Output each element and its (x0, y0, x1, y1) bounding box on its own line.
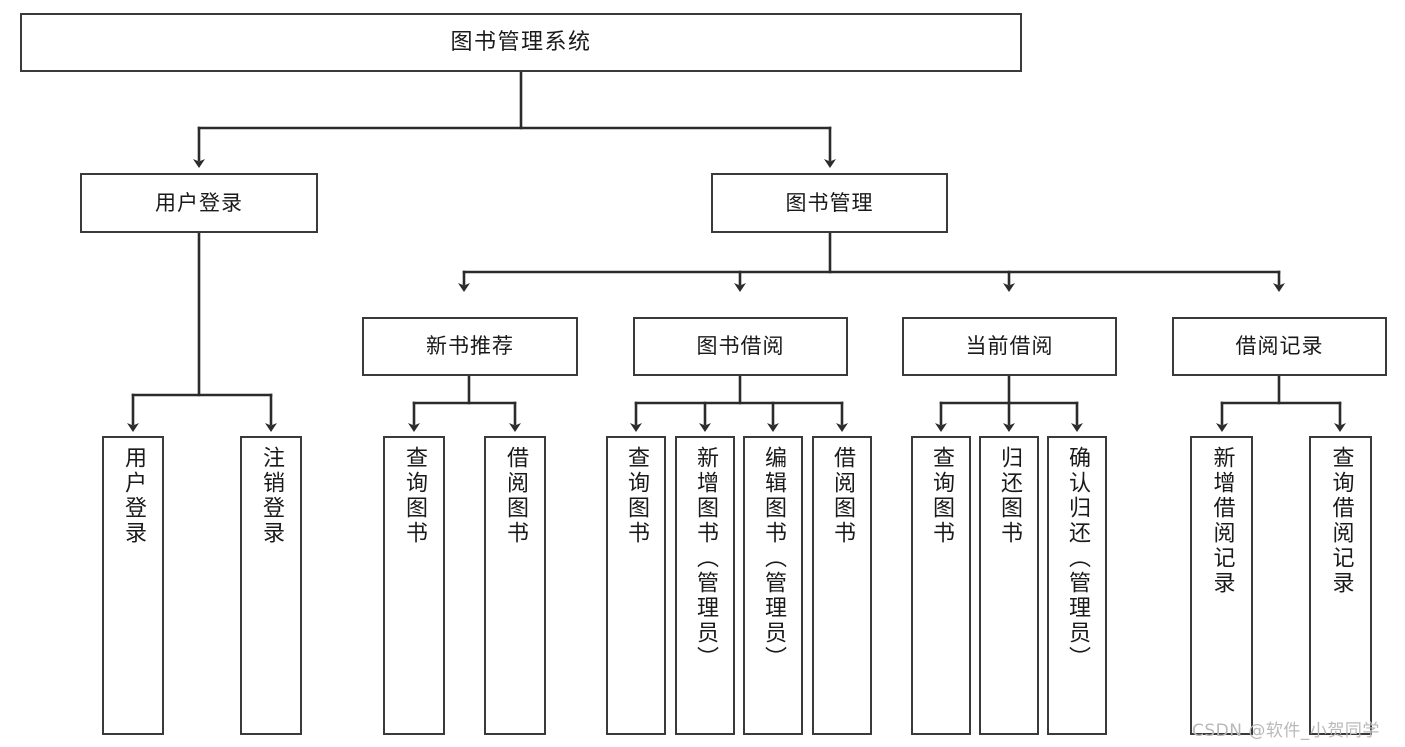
leaf-query-book-current[interactable]: 查询图书 (911, 436, 971, 735)
leaf-borrow-book-borrowing[interactable]: 借阅图书 (812, 436, 872, 735)
node-label: 图书管理系统 (450, 29, 592, 55)
leaf-user-login[interactable]: 用户登录 (102, 436, 164, 735)
node-label: 归还图书 (997, 446, 1022, 546)
leaf-query-borrowing-record[interactable]: 查询借阅记录 (1309, 436, 1372, 735)
node-label: 图书管理 (785, 190, 874, 215)
leaf-borrow-book-recommendation[interactable]: 借阅图书 (484, 436, 546, 735)
node-label: 借阅记录 (1235, 334, 1324, 359)
leaf-return-book[interactable]: 归还图书 (979, 436, 1039, 735)
node-label: 用户登录 (155, 190, 243, 215)
node-current-borrowing[interactable]: 当前借阅 (902, 317, 1117, 376)
leaf-confirm-return-admin[interactable]: 确认归还（管理员） (1047, 436, 1107, 735)
node-label: 查询图书 (624, 446, 649, 546)
node-label: 图书借阅 (696, 334, 785, 359)
node-label: 查询图书 (402, 446, 427, 546)
leaf-logout[interactable]: 注销登录 (240, 436, 302, 735)
node-borrowing-record[interactable]: 借阅记录 (1172, 317, 1387, 376)
csdn-watermark: CSDN @软件_小贺同学 (1192, 721, 1380, 741)
leaf-edit-book-admin[interactable]: 编辑图书（管理员） (743, 436, 803, 735)
node-label: 新增借阅记录 (1209, 446, 1235, 596)
node-label: 用户登录 (121, 446, 146, 546)
node-label: 确认归还（管理员） (1065, 446, 1090, 671)
node-book-borrowing[interactable]: 图书借阅 (633, 317, 848, 376)
node-label: 当前借阅 (965, 334, 1054, 359)
leaf-query-book-borrowing[interactable]: 查询图书 (606, 436, 666, 735)
node-label: 查询图书 (929, 446, 954, 546)
node-label: 新书推荐 (426, 334, 514, 359)
node-label: 借阅图书 (830, 446, 855, 546)
leaf-add-borrowing-record[interactable]: 新增借阅记录 (1190, 436, 1253, 735)
node-new-book-recommendation[interactable]: 新书推荐 (362, 317, 578, 376)
node-book-management[interactable]: 图书管理 (711, 173, 948, 233)
node-label: 查询借阅记录 (1328, 446, 1354, 596)
node-label: 注销登录 (259, 446, 284, 546)
node-label: 编辑图书（管理员） (761, 446, 786, 671)
leaf-query-book-recommendation[interactable]: 查询图书 (383, 436, 445, 735)
node-root-book-management-system[interactable]: 图书管理系统 (20, 13, 1022, 72)
node-user-login[interactable]: 用户登录 (80, 173, 318, 233)
leaf-add-book-admin[interactable]: 新增图书（管理员） (675, 436, 735, 735)
node-label: 新增图书（管理员） (693, 446, 718, 671)
node-label: 借阅图书 (503, 446, 528, 546)
